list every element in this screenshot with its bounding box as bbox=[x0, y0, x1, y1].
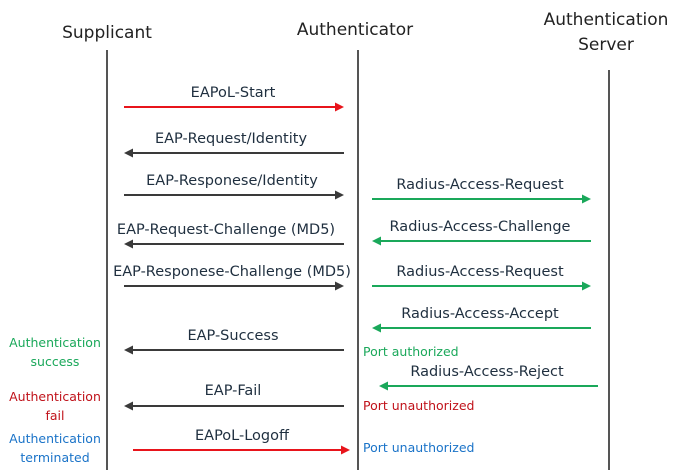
authentication-success-note-line2: success bbox=[31, 354, 80, 369]
arrowhead-radius-access-request-1 bbox=[582, 194, 591, 204]
port-authorized-note: Port authorized bbox=[363, 344, 459, 359]
authentication-terminated-note-line2: terminated bbox=[20, 450, 89, 465]
message-arrows bbox=[124, 102, 598, 455]
arrowhead-eap-request-identity bbox=[124, 148, 133, 158]
arrowhead-radius-access-challenge bbox=[372, 236, 381, 246]
message-label-eapol-logoff: EAPoL-Logoff bbox=[195, 428, 290, 444]
message-label-eap-request-challenge: EAP-Request-Challenge (MD5) bbox=[117, 222, 335, 238]
message-label-radius-access-accept: Radius-Access-Accept bbox=[401, 306, 559, 322]
arrowhead-radius-access-request-2 bbox=[582, 281, 591, 291]
message-label-eap-fail: EAP-Fail bbox=[205, 383, 262, 399]
message-label-radius-access-request-1: Radius-Access-Request bbox=[396, 177, 564, 193]
message-label-radius-access-request-2: Radius-Access-Request bbox=[396, 264, 564, 280]
arrowhead-eap-fail bbox=[124, 401, 133, 411]
arrowhead-eap-response-challenge bbox=[335, 281, 344, 291]
arrowhead-eap-response-identity bbox=[335, 190, 344, 200]
arrowhead-eapol-logoff bbox=[341, 445, 350, 455]
message-label-eap-response-challenge: EAP-Responese-Challenge (MD5) bbox=[113, 264, 351, 280]
message-label-eapol-start: EAPoL-Start bbox=[191, 85, 276, 101]
arrowhead-eap-success bbox=[124, 345, 133, 355]
arrowhead-eap-request-challenge bbox=[124, 239, 133, 249]
server-header-line2: Server bbox=[578, 35, 634, 55]
message-label-eap-request-identity: EAP-Request/Identity bbox=[155, 131, 308, 147]
authentication-success-note-line1: Authentication bbox=[9, 335, 101, 350]
authentication-fail-note-line1: Authentication bbox=[9, 389, 101, 404]
authenticator-header: Authenticator bbox=[297, 20, 413, 40]
message-label-radius-access-reject: Radius-Access-Reject bbox=[410, 364, 564, 380]
arrowhead-radius-access-reject bbox=[379, 381, 388, 391]
arrowhead-eapol-start bbox=[335, 102, 344, 112]
supplicant-header: Supplicant bbox=[62, 23, 152, 43]
server-header-line1: Authentication bbox=[544, 10, 669, 30]
message-label-radius-access-challenge: Radius-Access-Challenge bbox=[390, 219, 571, 235]
port-unauthorized-logoff-note: Port unauthorized bbox=[363, 440, 474, 455]
port-unauthorized-fail-note: Port unauthorized bbox=[363, 398, 474, 413]
message-label-eap-success: EAP-Success bbox=[187, 328, 278, 344]
arrowhead-radius-access-accept bbox=[372, 323, 381, 333]
authentication-terminated-note-line1: Authentication bbox=[9, 431, 101, 446]
message-label-eap-response-identity: EAP-Responese/Identity bbox=[146, 173, 318, 189]
authentication-fail-note-line2: fail bbox=[45, 408, 64, 423]
